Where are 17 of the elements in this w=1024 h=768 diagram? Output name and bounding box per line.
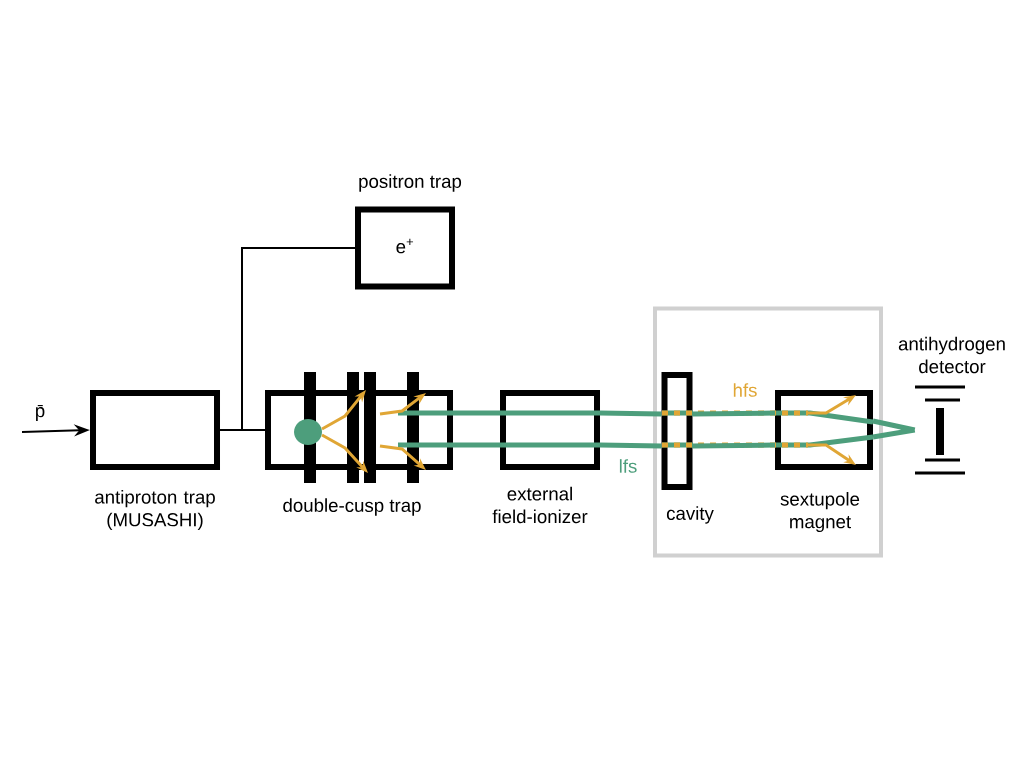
symbol-label: e$^{+}$ [396,238,414,254]
box-label: sextupole magnet [780,491,860,533]
beam-path [870,418,918,440]
box-label: antihydrogen detector [898,336,1005,374]
beam-label: hfs [733,383,757,397]
box-label: double-cusp trap [283,498,421,516]
edge-label: p̄ [36,405,45,421]
box-label: external field-ionizer [492,486,588,524]
connector-line [219,247,356,431]
beam-path [690,410,778,449]
box-label: antiproton trap (MUSASHI) [95,490,215,531]
box-label: positron trap [359,174,462,192]
box-label: cavity [666,506,714,524]
beam-path [597,410,664,449]
frame-box [653,306,883,558]
beam-label: lfs [619,459,637,473]
beam-path [450,410,503,448]
